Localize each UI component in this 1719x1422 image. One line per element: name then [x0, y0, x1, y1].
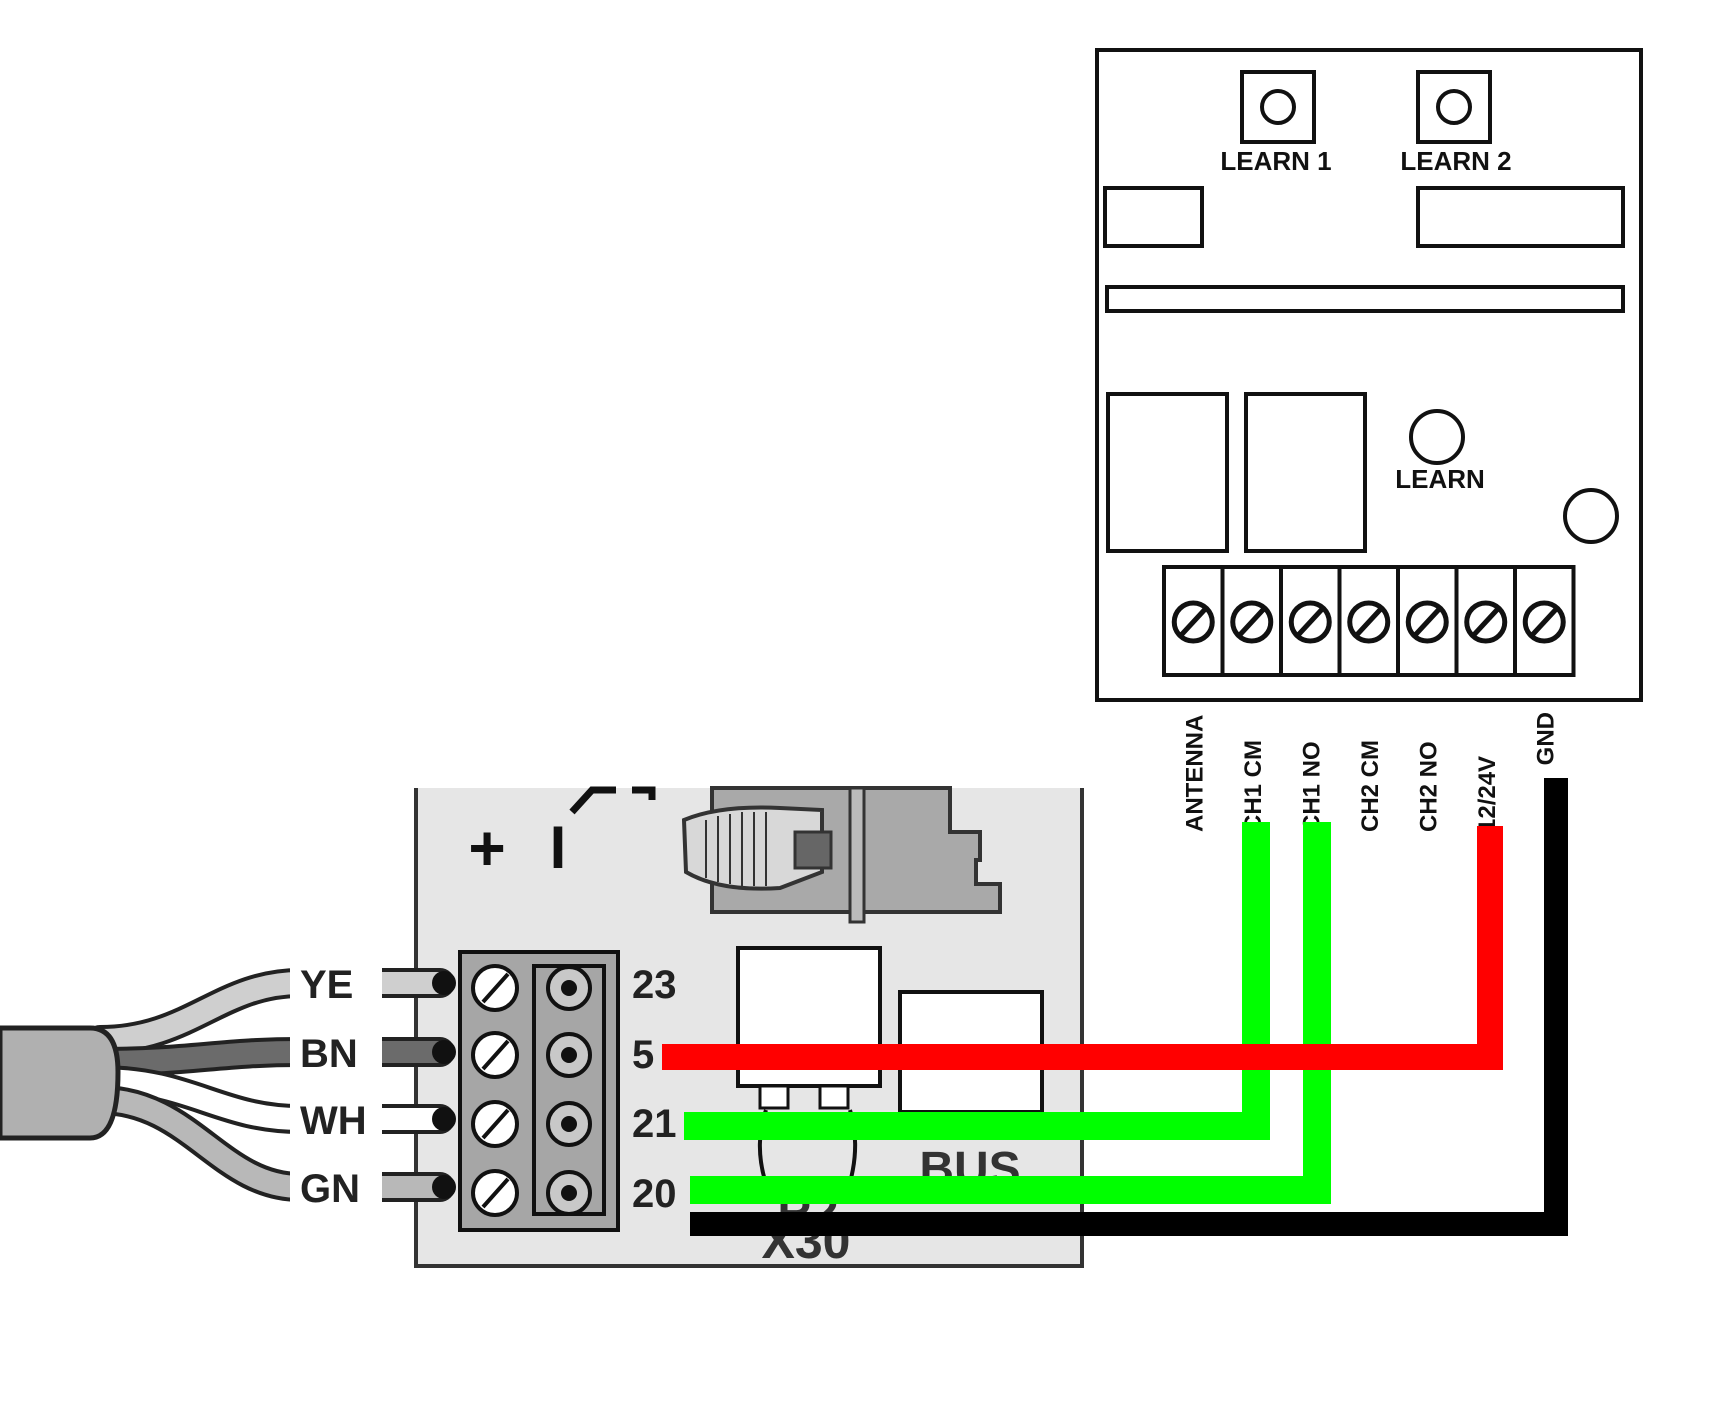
component-strip [1105, 285, 1625, 313]
learn2-button [1416, 70, 1492, 144]
receiver-terminal [1337, 565, 1400, 677]
receiver-terminal [1220, 565, 1283, 677]
wire-ch1no-green [690, 822, 1331, 1204]
learn1-button [1240, 70, 1316, 144]
plus-marking: + [468, 812, 505, 884]
learn1-label: LEARN 1 [1220, 146, 1331, 176]
cable-wire-label: GN [300, 1167, 360, 1211]
receiver-terminal-label: CH1 NO [1298, 741, 1325, 832]
wire-power-red [662, 826, 1503, 1070]
minus-marking: I [550, 814, 567, 881]
cable [0, 968, 456, 1202]
cable-wire-label: BN [300, 1032, 358, 1076]
receiver-terminal-label: GND [1532, 712, 1559, 765]
cable-wire-label: WH [300, 1099, 367, 1143]
controller-terminal [471, 1169, 592, 1217]
receiver-terminal-label: ANTENNA [1181, 715, 1208, 832]
wire-ch1cm-green [684, 822, 1270, 1140]
receiver-terminal [1162, 565, 1225, 677]
terminal-number-label: 23 [632, 963, 677, 1007]
component-wide [1416, 186, 1625, 248]
partial-marking [569, 786, 656, 815]
receiver-terminal-labels: ANTENNA CH1 CM CH1 NO CH2 CM CH2 NO 12/24V GND [1181, 712, 1559, 832]
controller-terminal [471, 1100, 592, 1148]
cable-wire-label: YE [300, 963, 353, 1007]
wire-gnd-black [690, 778, 1568, 1236]
receiver-terminal-label: CH2 CM [1357, 740, 1384, 832]
controller-terminal-block [458, 950, 620, 1232]
relay-1 [1106, 392, 1229, 553]
receiver-terminal [1454, 565, 1517, 677]
receiver-terminal [1513, 565, 1576, 677]
learn-button [1409, 409, 1465, 465]
relay-2 [1244, 392, 1367, 553]
terminal-number-label: 21 [632, 1102, 677, 1146]
led-indicator [1563, 488, 1619, 544]
controller-labels: YE BN WH GN 23 5 21 20 [290, 955, 677, 1216]
receiver-terminal-label: CH1 CM [1240, 740, 1267, 832]
terminal-number-label: 5 [632, 1033, 654, 1077]
connection-wires [662, 778, 1568, 1236]
connector-housing [681, 786, 1002, 924]
controller-terminal [471, 1031, 592, 1079]
receiver-module: LEARN 1 LEARN 2 LEARN ANTENNA CH1 CM CH1 N… [1095, 48, 1643, 832]
component-small [1103, 186, 1204, 248]
receiver-terminal-block [1162, 565, 1576, 677]
controller-terminal [471, 964, 592, 1012]
learn2-label: LEARN 2 [1400, 146, 1511, 176]
receiver-terminal-label: CH2 NO [1415, 741, 1442, 832]
terminal-number-label: 20 [632, 1172, 677, 1216]
receiver-terminal [1396, 565, 1459, 677]
receiver-terminal-label: 12/24V [1474, 756, 1501, 832]
learn-label: LEARN [1395, 464, 1485, 494]
receiver-terminal [1279, 565, 1342, 677]
